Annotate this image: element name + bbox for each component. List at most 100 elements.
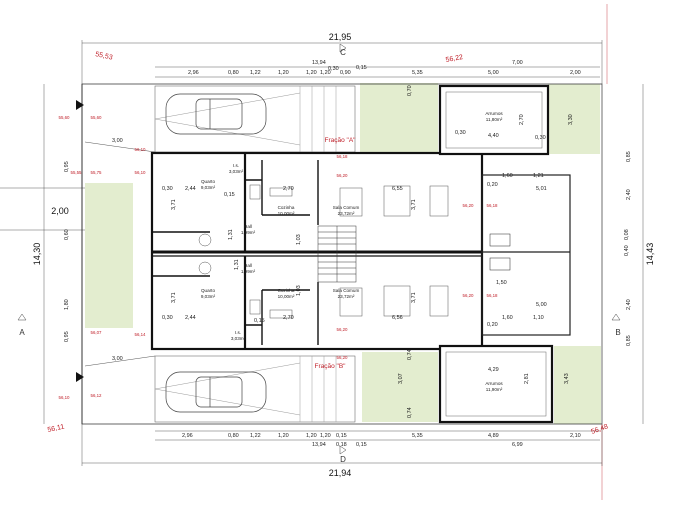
- garden-top-right-b: [548, 84, 600, 154]
- cut-arrow-c: [339, 43, 347, 53]
- dim-d270a: 2,70: [283, 186, 294, 192]
- room-cozinha-a-area: 10,00m²: [278, 211, 295, 216]
- level-16: 55,60: [91, 115, 103, 120]
- level-4: 56,10: [135, 147, 147, 152]
- section-markers: A B C D: [17, 43, 621, 464]
- room-sala-b-area: 23,72m²: [338, 294, 355, 299]
- room-cozinha-b: Cozinha: [278, 288, 295, 293]
- stairs: [317, 225, 357, 283]
- dim-d070: 0,70: [407, 85, 413, 96]
- bottom-dimension-chain: 2,96 0,80 1,22 1,20 1,20 1,20 0,15 0,15 …: [182, 433, 581, 448]
- height-right: 14,43: [645, 243, 655, 266]
- level-6: 56,20: [337, 173, 349, 178]
- bottom-chain-5: 1,20: [320, 433, 331, 439]
- dim-d160a: 1,60: [502, 173, 513, 179]
- dim-d030a: 0,30: [162, 186, 173, 192]
- bottom-sub-1394: 13,94: [312, 442, 326, 448]
- room-sala-a: Sala Comum: [333, 205, 360, 210]
- dim-d095b: 0,95: [64, 331, 70, 342]
- dim-d040: 0,40: [624, 245, 630, 256]
- level-5: 56,18: [337, 154, 349, 159]
- width-bottom: 21,94: [329, 468, 352, 478]
- dim-d307: 3,07: [398, 373, 404, 384]
- dim-d371d: 3,71: [411, 292, 417, 303]
- bottom-chain-0: 2,96: [182, 433, 193, 439]
- interior-dimensions: 3,00 3,00 2,44 2,44 0,30 0,30 0,30 0,30 …: [64, 85, 632, 418]
- dim-d281: 2,81: [524, 373, 530, 384]
- dim-d015b: 0,15: [254, 318, 265, 324]
- cut-arrow-d: [339, 445, 347, 455]
- top-chain-2: 1,22: [250, 70, 261, 76]
- dim-d300b: 3,00: [112, 356, 123, 362]
- level-13: 56,07: [91, 330, 103, 335]
- plot-bottom-left: 56,11: [47, 424, 65, 434]
- dim-d244b: 2,44: [185, 315, 196, 321]
- section-marker-left-bottom: [76, 372, 84, 382]
- level-11: 56,18: [487, 293, 499, 298]
- room-ls-a: I.s.: [233, 163, 239, 168]
- bottom-chain-7: 0,15: [356, 442, 367, 448]
- dim-d500: 5,00: [536, 302, 547, 308]
- top-chain-4: 1,20: [306, 70, 317, 76]
- dim-d131a: 1,31: [228, 229, 234, 240]
- dim-d440: 4,40: [488, 133, 499, 139]
- garden-top-right-a: [360, 83, 438, 153]
- dim-d030c: 0,30: [455, 130, 466, 136]
- dim-d020b: 0,20: [487, 322, 498, 328]
- cut-label-b: B: [615, 328, 620, 337]
- dim-d131b: 1,31: [234, 259, 240, 270]
- room-arrumos-b: Arrumos: [485, 381, 503, 386]
- dim-d160b: 1,60: [502, 315, 513, 321]
- top-sub-030: 0,30: [328, 66, 339, 72]
- dim-d085b: 0,85: [626, 335, 632, 346]
- garden-bottom-a: [362, 352, 438, 422]
- dim-d429: 4,29: [488, 367, 499, 373]
- top-chain-5: 1,20: [320, 70, 331, 76]
- level-1: 55,60: [59, 115, 71, 120]
- top-sub-700: 7,00: [512, 60, 523, 66]
- top-chain-1: 0,80: [228, 70, 239, 76]
- bottom-sub-018: 0,18: [336, 442, 347, 448]
- top-chain-9: 5,00: [488, 70, 499, 76]
- level-10: 56,20: [337, 327, 349, 332]
- top-sub-1394: 13,94: [312, 60, 326, 66]
- room-hall-a-area: 1,99m²: [241, 230, 256, 235]
- top-chain-6: 0,90: [340, 70, 351, 76]
- level-markers: 55,60 56,10 55,75 56,10 56,18 56,20 56,2…: [59, 115, 499, 400]
- dim-d110: 1,10: [533, 315, 544, 321]
- top-chain-3: 1,20: [278, 70, 289, 76]
- top-chain-7: 0,15: [356, 65, 367, 71]
- dim-d240b: 2,40: [626, 299, 632, 310]
- room-ls-b-area: 3,03m²: [231, 336, 246, 341]
- side-annex: [481, 174, 571, 336]
- car-top: [165, 93, 267, 135]
- dim-d655: 6,55: [392, 186, 403, 192]
- cut-label-c: C: [340, 48, 346, 57]
- fraction-b-label: Fração "B": [315, 363, 347, 370]
- dim-d060: 0,60: [64, 229, 70, 240]
- width-top: 21,95: [329, 32, 352, 42]
- room-cozinha-b-area: 10,00m²: [278, 294, 295, 299]
- level-9: 56,20: [463, 293, 475, 298]
- bottom-chain-2: 1,22: [250, 433, 261, 439]
- level-15: 56,12: [91, 393, 103, 398]
- dim-d095a: 0,95: [64, 161, 70, 172]
- level-18: 56,20: [337, 355, 349, 360]
- cut-label-d: D: [340, 455, 346, 464]
- level-2: 56,10: [135, 170, 147, 175]
- garden-left: [85, 183, 133, 328]
- cut-arrow-a: [17, 313, 27, 321]
- top-dimension-chain: 2,96 0,80 1,22 1,20 1,20 1,20 0,90 0,15 …: [188, 60, 581, 76]
- dim-d008a: 0,08: [624, 229, 630, 240]
- level-14: 56,10: [59, 395, 71, 400]
- dim-d150: 1,50: [496, 280, 507, 286]
- cut-arrow-b: [611, 313, 621, 321]
- car-bottom: [165, 371, 267, 413]
- room-sala-b: Sala Comum: [333, 288, 360, 293]
- cut-label-a: A: [19, 328, 25, 337]
- dim-d330: 3,30: [568, 114, 574, 125]
- dim-d501: 5,01: [536, 186, 547, 192]
- level-17: 55,55: [71, 170, 83, 175]
- bottom-chain-6: 0,15: [336, 433, 347, 439]
